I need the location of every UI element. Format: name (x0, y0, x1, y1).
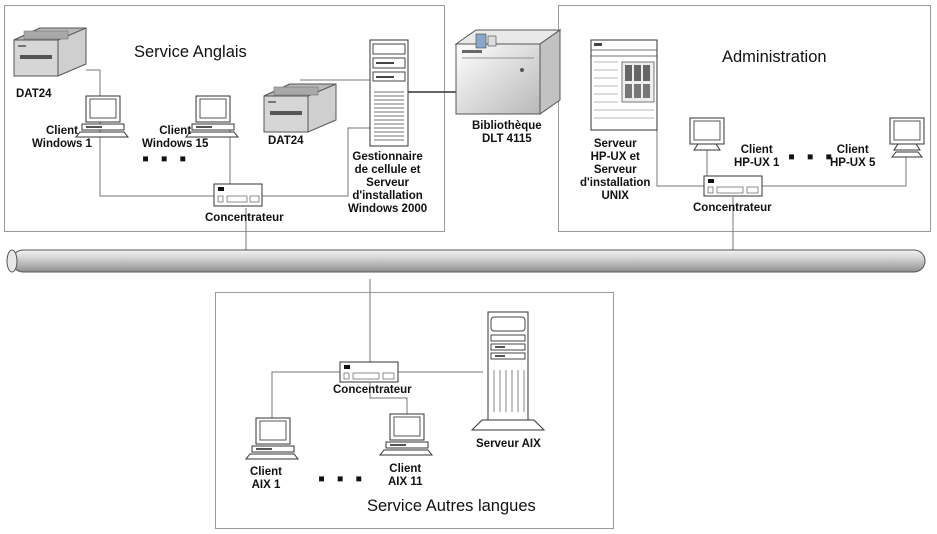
tower-server-icon (470, 311, 546, 431)
zone-title-english: Service Anglais (134, 43, 247, 61)
client-aix-11-label: Client AIX 11 (388, 463, 423, 488)
hub-icon (339, 361, 399, 383)
client-hpux-1-label: Client HP-UX 1 (734, 144, 780, 169)
hub-icon (703, 175, 763, 197)
zone-title-admin: Administration (722, 48, 827, 66)
client-aix-1-label: Client AIX 1 (250, 466, 282, 491)
workstation-icon (889, 117, 925, 158)
ellipsis-marker: ▪ ▪ ▪ (142, 148, 190, 170)
hub-icon (213, 183, 263, 207)
zone-other-border (215, 292, 614, 529)
dat24-drive-icon (263, 83, 337, 133)
hub-label: Concentrateur (333, 384, 412, 396)
hub-label: Concentrateur (205, 212, 284, 224)
workstation-icon (74, 95, 130, 138)
workstation-icon (689, 117, 725, 151)
ellipsis-marker: ▪ ▪ ▪ (788, 146, 836, 168)
zone-admin-border (558, 5, 931, 232)
workstation-icon (184, 95, 240, 138)
aix-server-label: Serveur AIX (476, 438, 541, 450)
tape-library-icon (454, 29, 562, 115)
hpux-server-label: Serveur HP-UX et Serveur d'installation … (580, 138, 651, 202)
cell-manager-label: Gestionnaire de cellule et Serveur d'ins… (348, 151, 428, 215)
hub-label: Concentrateur (693, 202, 772, 214)
dat24-label: DAT24 (268, 135, 304, 147)
ellipsis-marker: ▪ ▪ ▪ (318, 468, 366, 490)
network-backbone (6, 249, 926, 273)
workstation-icon (378, 413, 434, 456)
rack-server-icon (590, 39, 658, 131)
zone-title-other: Service Autres langues (367, 497, 536, 515)
tower-server-icon (369, 39, 409, 147)
workstation-icon (244, 417, 300, 460)
client-windows-15-label: Client Windows 15 (142, 125, 209, 150)
dat24-drive-icon (13, 27, 87, 77)
client-hpux-5-label: Client HP-UX 5 (830, 144, 876, 169)
client-windows-1-label: Client Windows 1 (32, 125, 92, 150)
dat24-label: DAT24 (16, 88, 52, 100)
tape-library-label: Bibliothèque DLT 4115 (472, 120, 542, 145)
zone-english-border (4, 5, 445, 232)
